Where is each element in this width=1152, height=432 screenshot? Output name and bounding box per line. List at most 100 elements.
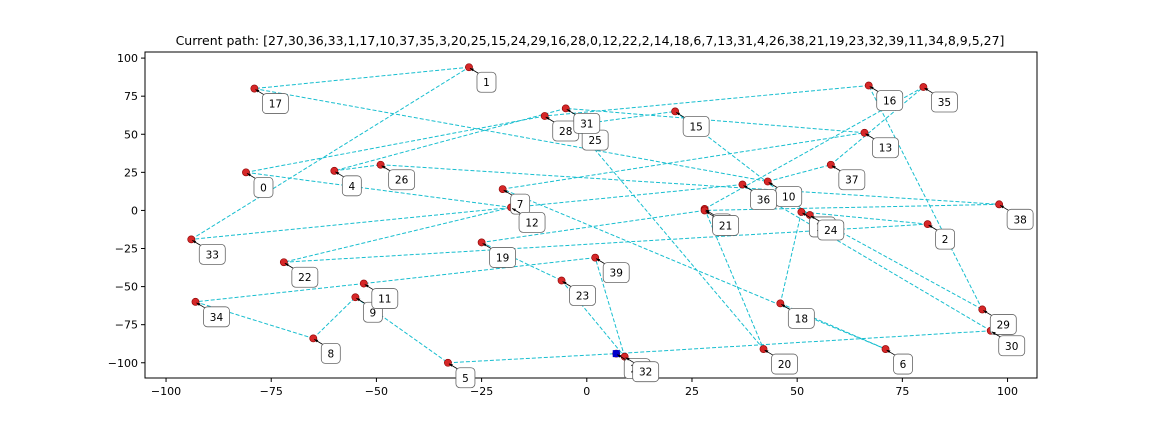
node-label: 6 <box>900 359 907 371</box>
node-label-box <box>388 169 416 191</box>
label-arrowhead <box>617 354 622 358</box>
path-lines <box>191 66 1000 364</box>
node-label-box <box>476 71 497 93</box>
path-segment <box>502 132 865 190</box>
path-segment <box>594 257 626 357</box>
path-segment <box>363 257 596 285</box>
node-label: 35 <box>938 97 951 109</box>
node-label: 22 <box>298 272 311 284</box>
path-segment <box>191 184 743 240</box>
label-arrowhead <box>1000 205 1005 209</box>
node-label: 15 <box>689 121 702 133</box>
node-label: 37 <box>845 175 858 187</box>
path-segment <box>334 164 381 172</box>
label-arrowhead <box>865 133 870 137</box>
node-label: 38 <box>1013 214 1026 226</box>
node-label: 12 <box>525 217 538 229</box>
node-label-box <box>771 353 798 375</box>
label-arrowhead <box>314 339 319 343</box>
path-segment <box>334 107 566 172</box>
label-arrowhead <box>512 208 517 212</box>
label-arrowhead <box>764 350 769 354</box>
label-arrowhead <box>810 216 815 219</box>
label-arrowhead <box>768 182 773 186</box>
path-segment <box>447 353 617 364</box>
node-label-box <box>261 93 289 114</box>
node-label: 28 <box>559 126 572 138</box>
start-marker <box>612 350 620 358</box>
node-label-box <box>455 367 476 389</box>
x-tick-label: 75 <box>895 385 909 398</box>
node-label: 7 <box>517 199 524 211</box>
node-label: 23 <box>576 291 589 303</box>
label-arrowhead <box>255 89 260 93</box>
path-segment <box>380 164 1000 205</box>
path-segment <box>254 66 470 90</box>
node-label-box <box>872 137 899 159</box>
label-arrowhead <box>448 363 453 367</box>
path-segment <box>742 184 991 332</box>
path-segment <box>779 211 802 304</box>
node-label-box <box>341 175 362 197</box>
node-label-box <box>930 91 958 113</box>
path-segment <box>283 206 512 263</box>
label-arrowhead <box>928 225 933 229</box>
node-label: 25 <box>588 135 601 147</box>
plot-area-frame <box>144 51 1038 379</box>
node-label-box <box>632 361 660 383</box>
label-arrowhead <box>802 212 807 216</box>
node-label: 17 <box>269 99 282 111</box>
path-segment <box>704 203 1000 211</box>
node-label: 24 <box>824 225 838 237</box>
node-label: 39 <box>610 268 623 280</box>
label-arrowhead <box>284 263 289 267</box>
node-label: 16 <box>883 96 897 108</box>
label-arrowhead <box>983 310 988 314</box>
label-arrowhead <box>335 171 340 175</box>
node-label-box <box>712 215 740 236</box>
node-label-box <box>198 243 226 265</box>
chart-title: Current path: [27,30,36,33,1,17,10,37,35… <box>176 33 1005 48</box>
x-tick-label: 50 <box>790 385 804 398</box>
node-label-box <box>935 228 956 250</box>
x-tick-label: −50 <box>365 385 388 398</box>
label-arrowhead <box>625 357 630 361</box>
node-label: 33 <box>206 249 219 261</box>
node-label-box <box>291 266 319 288</box>
label-arrowhead <box>192 240 197 244</box>
label-arrowhead <box>831 165 836 169</box>
node-label: 29 <box>997 319 1010 331</box>
path-segment <box>245 171 512 208</box>
path-segment <box>801 211 928 225</box>
label-arrowhead <box>991 331 996 335</box>
path-segment <box>502 188 886 350</box>
node-label: 4 <box>348 181 355 193</box>
node-label-box <box>817 219 845 241</box>
node-label-box <box>573 112 601 134</box>
x-tick-label: 100 <box>997 385 1018 398</box>
path-segment <box>767 164 831 182</box>
label-arrowhead <box>566 109 571 113</box>
node-label-box <box>1006 208 1034 230</box>
y-tick-label: −25 <box>115 243 138 256</box>
node-label: 34 <box>210 312 224 324</box>
node-label-box <box>838 169 866 191</box>
path-segment <box>830 86 924 166</box>
node-label: 32 <box>639 367 652 379</box>
label-arrowhead <box>246 173 251 177</box>
path-segment <box>616 330 991 355</box>
label-arrowhead <box>869 86 874 90</box>
node-label-box <box>569 285 596 306</box>
y-tick-label: −75 <box>115 319 138 332</box>
path-segment <box>574 110 676 126</box>
node-label-box <box>989 314 1017 335</box>
node-label-box <box>750 189 777 210</box>
path-segment <box>312 296 356 339</box>
path-segment <box>561 280 626 357</box>
node-label: 0 <box>260 182 267 194</box>
label-arrowhead <box>676 112 681 116</box>
node-label-box <box>371 288 399 309</box>
x-tick-label: −75 <box>260 385 283 398</box>
